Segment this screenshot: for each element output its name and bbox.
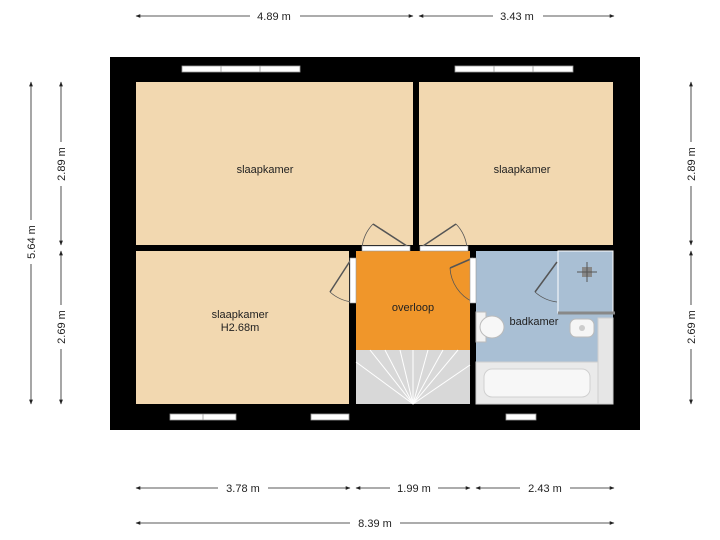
bath-tub-inner [483,368,591,398]
window-mullions [202,66,534,420]
bedroom-top-right-floor [419,82,613,245]
dim-left-total: 5.64 m [26,225,38,259]
toilet-icon [475,311,505,343]
dim-right-bottom: 2.69 m [686,310,698,344]
dim-left-top: 2.89 m [56,147,68,181]
dim-bottom-3: 2.43 m [528,483,562,495]
shower-drain-icon [577,262,597,282]
stair-treads [355,349,471,405]
bathroom-label: badkamer [510,316,559,328]
landing-label: overloop [392,302,434,314]
bathroom-sidewall [597,317,614,405]
dim-left-bottom: 2.69 m [56,310,68,344]
bedroom-bottom-left-height: H2.68m [221,322,260,334]
landing-floor [356,251,470,350]
bedroom-top-left-floor [136,82,413,245]
dim-right-top: 2.89 m [686,147,698,181]
dim-top-right: 3.43 m [500,11,534,23]
dim-bottom-total: 8.39 m [358,518,392,530]
sink-icon [569,318,595,338]
door-openings [349,245,477,304]
bedroom-top-right-label: slaapkamer [494,164,551,176]
dim-bottom-1: 3.78 m [226,483,260,495]
doors [329,223,558,303]
shower-area [557,250,614,314]
dimension-label-backgrounds [24,9,698,530]
bedroom-bottom-left-label: slaapkamer [212,309,269,321]
bedroom-bottom-left-floor [136,251,349,404]
dim-top-left: 4.89 m [257,11,291,23]
bedroom-top-left-label: slaapkamer [237,164,294,176]
dim-bottom-2: 1.99 m [397,483,431,495]
